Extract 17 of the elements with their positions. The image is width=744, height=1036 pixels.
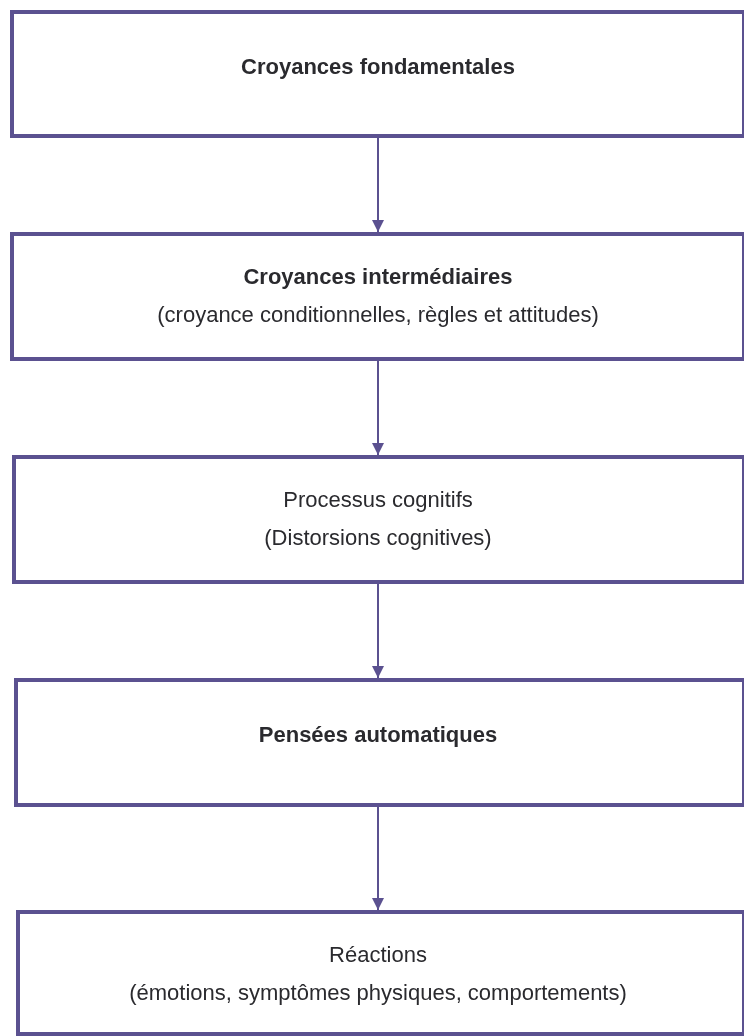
arrow <box>372 360 384 456</box>
arrow <box>372 583 384 679</box>
box-subtitle: (émotions, symptômes physiques, comportements) <box>129 980 627 1005</box>
box-heading: Pensées automatiques <box>258 722 498 747</box>
arrow <box>372 137 384 233</box>
arrow <box>372 806 384 911</box>
box-heading: Croyances intermédiaires <box>243 264 513 289</box>
flow-box <box>10 232 744 361</box>
box-heading: Processus cognitifs <box>283 487 473 512</box>
box-heading: Croyances fondamentales <box>241 54 515 79</box>
box-subtitle: (Distorsions cognitives) <box>264 525 492 550</box>
box-subtitle: (croyance conditionnelles, règles et attitudes) <box>157 302 599 327</box>
flow-box <box>12 455 744 584</box>
flow-box <box>10 10 744 138</box>
box-heading: Réactions <box>329 942 427 967</box>
flow-box <box>16 910 744 1036</box>
flow-box <box>14 678 744 807</box>
